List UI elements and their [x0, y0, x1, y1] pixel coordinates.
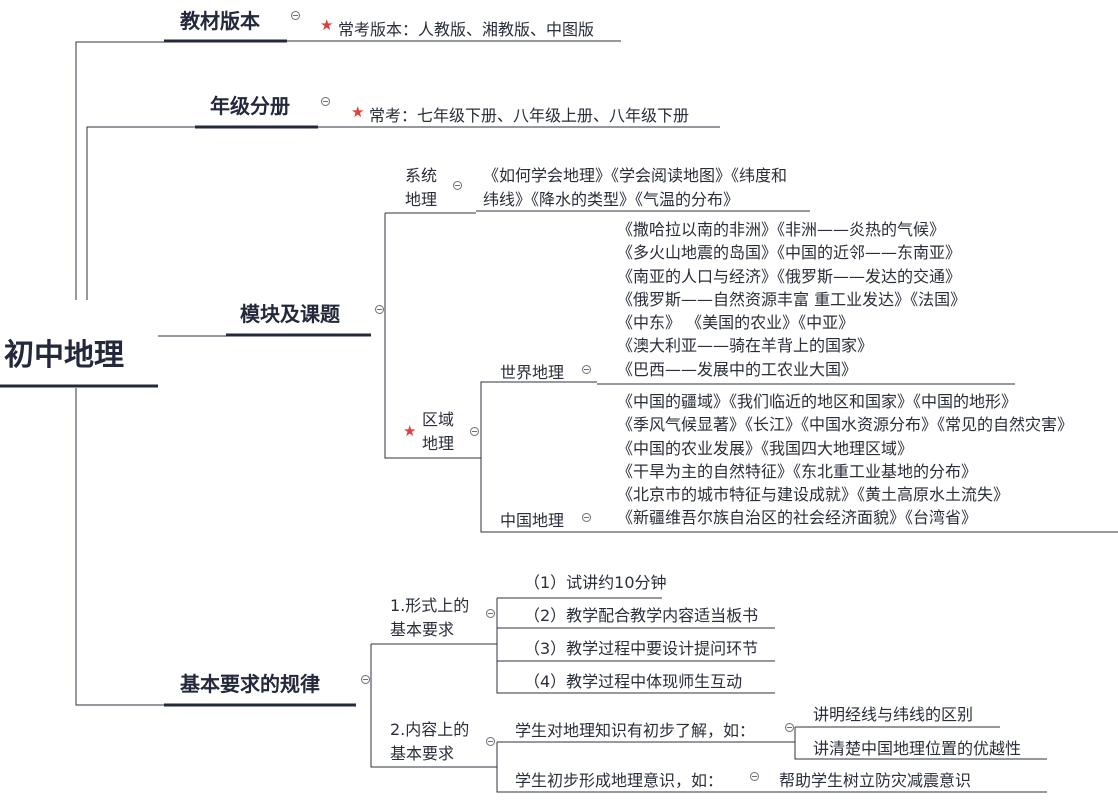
list-item: 《多火山地震的岛国》《中国的近邻——东南亚》 [617, 243, 962, 263]
collapse-circle-icon[interactable] [470, 427, 479, 436]
list-item: 《俄罗斯——自然资源丰富 重工业发达》《法国》 [617, 289, 967, 309]
collapse-circle-icon[interactable] [453, 181, 462, 190]
list-item: （4）教学过程中体现师生互动 [524, 672, 743, 691]
rules-topic[interactable]: 基本要求的规律 [180, 672, 320, 696]
list-item: 讲清楚中国地理位置的优越性 [813, 739, 1022, 758]
list-item: 帮助学生树立防灾减震意识 [779, 771, 972, 790]
geography-awareness-label[interactable]: 学生初步形成地理意识，如： [515, 771, 724, 790]
root-topic[interactable]: 初中地理 [4, 338, 124, 373]
system-geography-topics: 《如何学会地理》《学会阅读地图》《纬度和 纬线》《降水的类型》《气温的分布》 [483, 166, 788, 209]
collapse-circle-icon[interactable] [375, 305, 384, 314]
list-item: 《中东》 《美国的农业》《中亚》 [617, 313, 855, 333]
collapse-circle-icon[interactable] [361, 675, 370, 684]
modules-topic[interactable]: 模块及课题 [240, 302, 340, 326]
collapse-circle-icon[interactable] [291, 11, 300, 20]
collapse-circle-icon[interactable] [750, 772, 759, 781]
grades-note: 常考：七年级下册、八年级上册、八年级下册 [369, 106, 690, 125]
list-item: （1）试讲约10分钟 [524, 573, 667, 592]
knowledge-understanding-label[interactable]: 学生对地理知识有初步了解，如： [515, 721, 756, 740]
star-icon: ★ [320, 16, 334, 34]
collapse-circle-icon[interactable] [582, 513, 591, 522]
list-item: 《新疆维吾尔族自治区的社会经济面貌》《台湾省》 [617, 508, 978, 528]
list-item: 《干旱为主的自然特征》《东北重工业基地的分布》 [617, 461, 978, 481]
list-item: 《巴西——发展中的工农业大国》 [617, 359, 858, 379]
list-item: 讲明经线与纬线的区别 [813, 705, 974, 724]
list-item: 《南亚的人口与经济》《俄罗斯——发达的交通》 [617, 266, 962, 286]
editions-topic[interactable]: 教材版本 [180, 9, 260, 33]
list-item: 《澳大利亚——骑在羊背上的国家》 [617, 336, 874, 356]
list-item: （2）教学配合教学内容适当板书 [524, 606, 759, 625]
content-requirements-label[interactable]: 2.内容上的 基本要求 [390, 720, 470, 763]
regional-geography-label[interactable]: 区域 地理 [422, 410, 455, 453]
list-item: 《撒哈拉以南的非洲》《非洲——炎热的气候》 [617, 220, 946, 239]
grades-topic[interactable]: 年级分册 [210, 94, 290, 118]
list-item: 《中国的疆域》《我们临近的地区和国家》《中国的地形》 [617, 392, 1018, 411]
list-item: 《季风气候显著》《长江》《中国水资源分布》《常见的自然灾害》 [617, 415, 1074, 435]
form-requirements-label[interactable]: 1.形式上的 基本要求 [390, 596, 470, 639]
list-item: （3）教学过程中要设计提问环节 [524, 639, 759, 658]
collapse-circle-icon[interactable] [486, 737, 495, 746]
china-geography-label[interactable]: 中国地理 [500, 511, 565, 530]
list-item: 《北京市的城市特征与建设成就》《黄土高原水土流失》 [617, 485, 1010, 505]
collapse-circle-icon[interactable] [486, 609, 495, 618]
world-geography-label[interactable]: 世界地理 [500, 363, 565, 382]
list-item: 《中国的农业发展》《我国四大地理区域》 [617, 438, 914, 458]
star-icon: ★ [403, 422, 417, 440]
collapse-circle-icon[interactable] [785, 723, 794, 732]
collapse-circle-icon[interactable] [321, 97, 330, 106]
china-geography-topics: 《中国的疆域》《我们临近的地区和国家》《中国的地形》 《季风气候显著》《长江》《… [617, 390, 1073, 530]
system-geography-label[interactable]: 系统 地理 [405, 166, 438, 209]
collapse-circle-icon[interactable] [582, 365, 591, 374]
editions-note: 常考版本：人教版、湘教版、中图版 [338, 20, 595, 39]
world-geography-topics: 《撒哈拉以南的非洲》《非洲——炎热的气候》 《多火山地震的岛国》《中国的近邻——… [617, 218, 966, 381]
star-icon: ★ [351, 103, 365, 121]
